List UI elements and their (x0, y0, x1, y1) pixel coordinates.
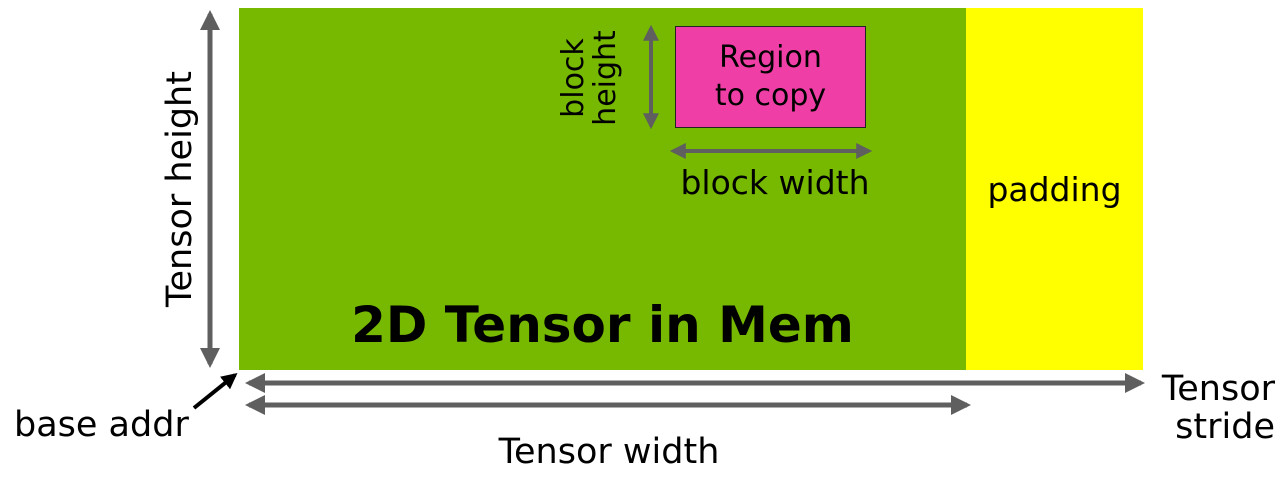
region-to-copy: Region to copy (675, 26, 866, 128)
tensor-stride-line2: stride (1175, 407, 1275, 447)
tensor-stride-label: Tensor stride (1140, 370, 1275, 446)
diagram-title: 2D Tensor in Mem (351, 296, 854, 354)
base-addr-pointer (192, 372, 238, 410)
region-label-line2: to copy (714, 78, 827, 113)
padding-block (966, 8, 1143, 370)
region-label-line1: Region (719, 40, 822, 75)
padding-label: padding (987, 170, 1122, 209)
base-addr-label: base addr (14, 405, 189, 445)
tensor-width-label: Tensor width (498, 432, 720, 472)
block-width-label: block width (680, 163, 870, 202)
tensor-stride-line1: Tensor (1161, 369, 1275, 409)
